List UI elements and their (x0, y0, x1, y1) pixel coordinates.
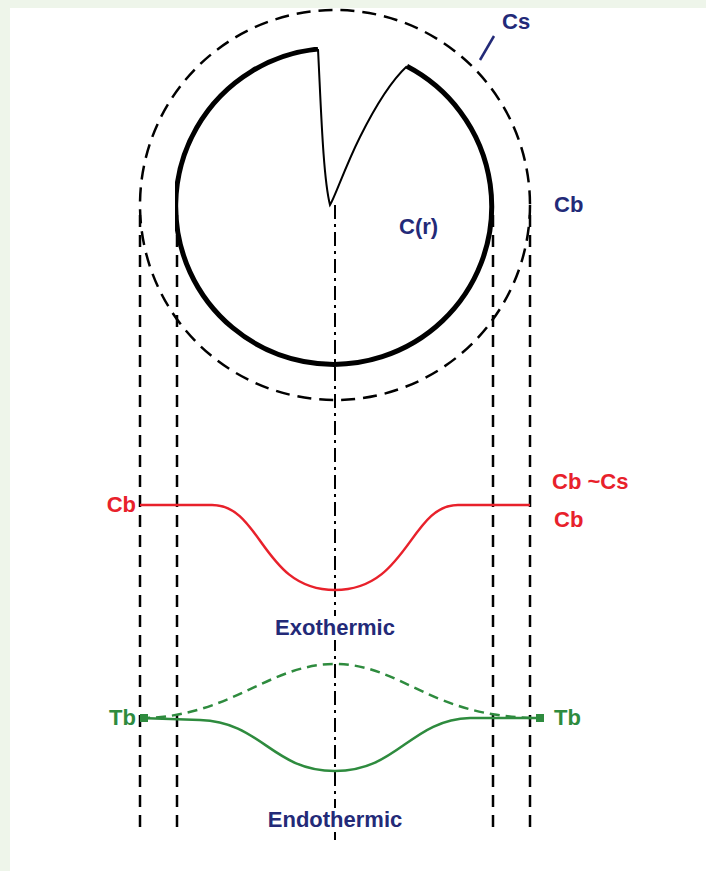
node-label: C(r) (397, 215, 440, 239)
marker (536, 714, 544, 722)
bulk-temperature: Tb (107, 706, 138, 730)
concentration-note: Cb ~Cs (550, 470, 630, 494)
case-label: Exothermic (273, 616, 397, 640)
pellet-outline (175, 47, 495, 367)
pore (318, 49, 407, 205)
concentration-profile (140, 505, 530, 590)
leader-line (480, 36, 494, 60)
marker (140, 714, 148, 722)
bulk-concentration: Cb (552, 193, 585, 217)
surface-concentration: Cs (500, 10, 532, 34)
center-line (334, 205, 336, 840)
bulk-concentration: Cb (105, 493, 138, 517)
catalyst-pellet: C(r) (175, 47, 495, 367)
case-label: Endothermic (266, 808, 404, 832)
bulk-concentration: Cb (552, 508, 585, 532)
exothermic-temperature (140, 664, 540, 718)
pellet-shell (176, 49, 492, 364)
bulk-temperature: Tb (552, 706, 583, 730)
background-panel (10, 8, 706, 871)
endothermic-temperature (140, 718, 540, 771)
